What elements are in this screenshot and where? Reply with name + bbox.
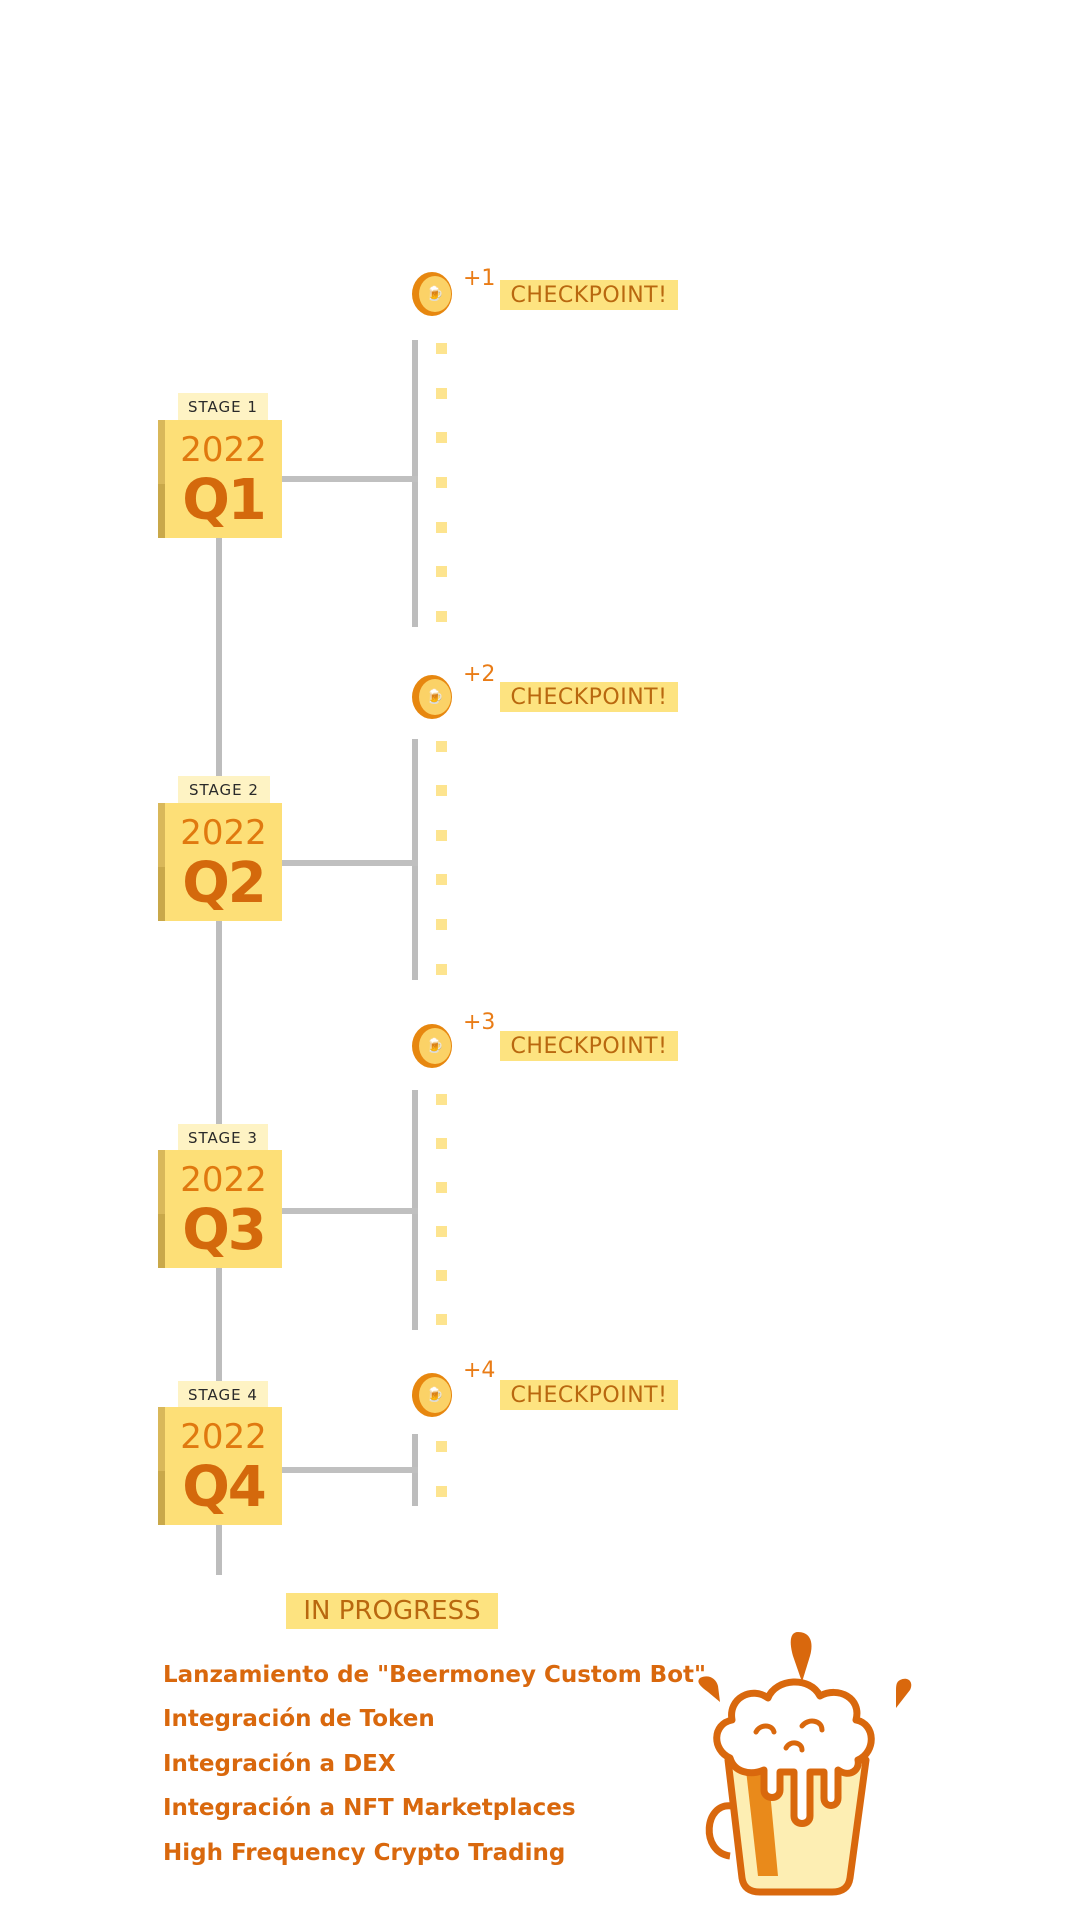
quarter-year: 2022 [180,1160,267,1200]
progress-dot [436,741,447,752]
quarter-year: 2022 [180,430,267,470]
branch-line [412,340,418,627]
checkpoint-label: CHECKPOINT! [500,1031,678,1061]
progress-dot [436,1270,447,1281]
progress-dot [436,785,447,796]
progress-dot [436,388,447,399]
checkpoint-label: CHECKPOINT! [500,280,678,310]
quarter-card: 2022 Q2 [158,803,282,921]
roadmap-item: High Frequency Crypto Trading [163,1840,566,1866]
beer-coin-icon: 🍺 [412,272,452,316]
progress-dot [436,919,447,930]
connector-line [282,476,418,482]
stage-label: STAGE 4 [178,1381,268,1408]
timeline-main-line [216,533,222,1575]
quarter-name: Q2 [182,851,267,916]
checkpoint-label: CHECKPOINT! [500,1380,678,1410]
quarter-name: Q4 [182,1455,267,1520]
progress-dot [436,830,447,841]
checkpoint-bonus: +3 [463,1010,496,1035]
progress-dot [436,611,447,622]
progress-dot [436,1138,447,1149]
beer-coin-icon: 🍺 [412,675,452,719]
in-progress-label: IN PROGRESS [286,1593,498,1629]
stage-label: STAGE 2 [178,776,270,803]
quarter-year: 2022 [180,1417,267,1457]
roadmap-item: Integración a NFT Marketplaces [163,1795,576,1821]
roadmap-item: Lanzamiento de "Beermoney Custom Bot" [163,1662,706,1688]
progress-dot [436,1486,447,1497]
progress-dot [436,1182,447,1193]
progress-dot [436,874,447,885]
branch-line [412,739,418,980]
progress-dot [436,1094,447,1105]
quarter-card: 2022 Q3 [158,1150,282,1268]
progress-dot [436,343,447,354]
checkpoint-bonus: +2 [463,662,496,687]
connector-line [282,1467,418,1473]
stage-label: STAGE 1 [178,393,268,420]
progress-dot [436,1441,447,1452]
connector-line [282,860,418,866]
progress-dot [436,566,447,577]
quarter-year: 2022 [180,813,267,853]
beer-mug-icon [698,1632,912,1896]
checkpoint-bonus: +4 [463,1358,496,1383]
beer-coin-icon: 🍺 [412,1373,452,1417]
progress-dot [436,1314,447,1325]
checkpoint-bonus: +1 [463,266,496,291]
progress-dot [436,964,447,975]
checkpoint-label: CHECKPOINT! [500,682,678,712]
progress-dot [436,477,447,488]
stage-label: STAGE 3 [178,1124,268,1151]
progress-dot [436,1226,447,1237]
beer-coin-icon: 🍺 [412,1024,452,1068]
roadmap-item: Integración a DEX [163,1751,396,1777]
quarter-card: 2022 Q4 [158,1407,282,1525]
roadmap-item: Integración de Token [163,1706,435,1732]
connector-line [282,1208,418,1214]
progress-dot [436,432,447,443]
quarter-name: Q1 [182,468,267,533]
quarter-card: 2022 Q1 [158,420,282,538]
progress-dot [436,522,447,533]
quarter-name: Q3 [182,1198,267,1263]
